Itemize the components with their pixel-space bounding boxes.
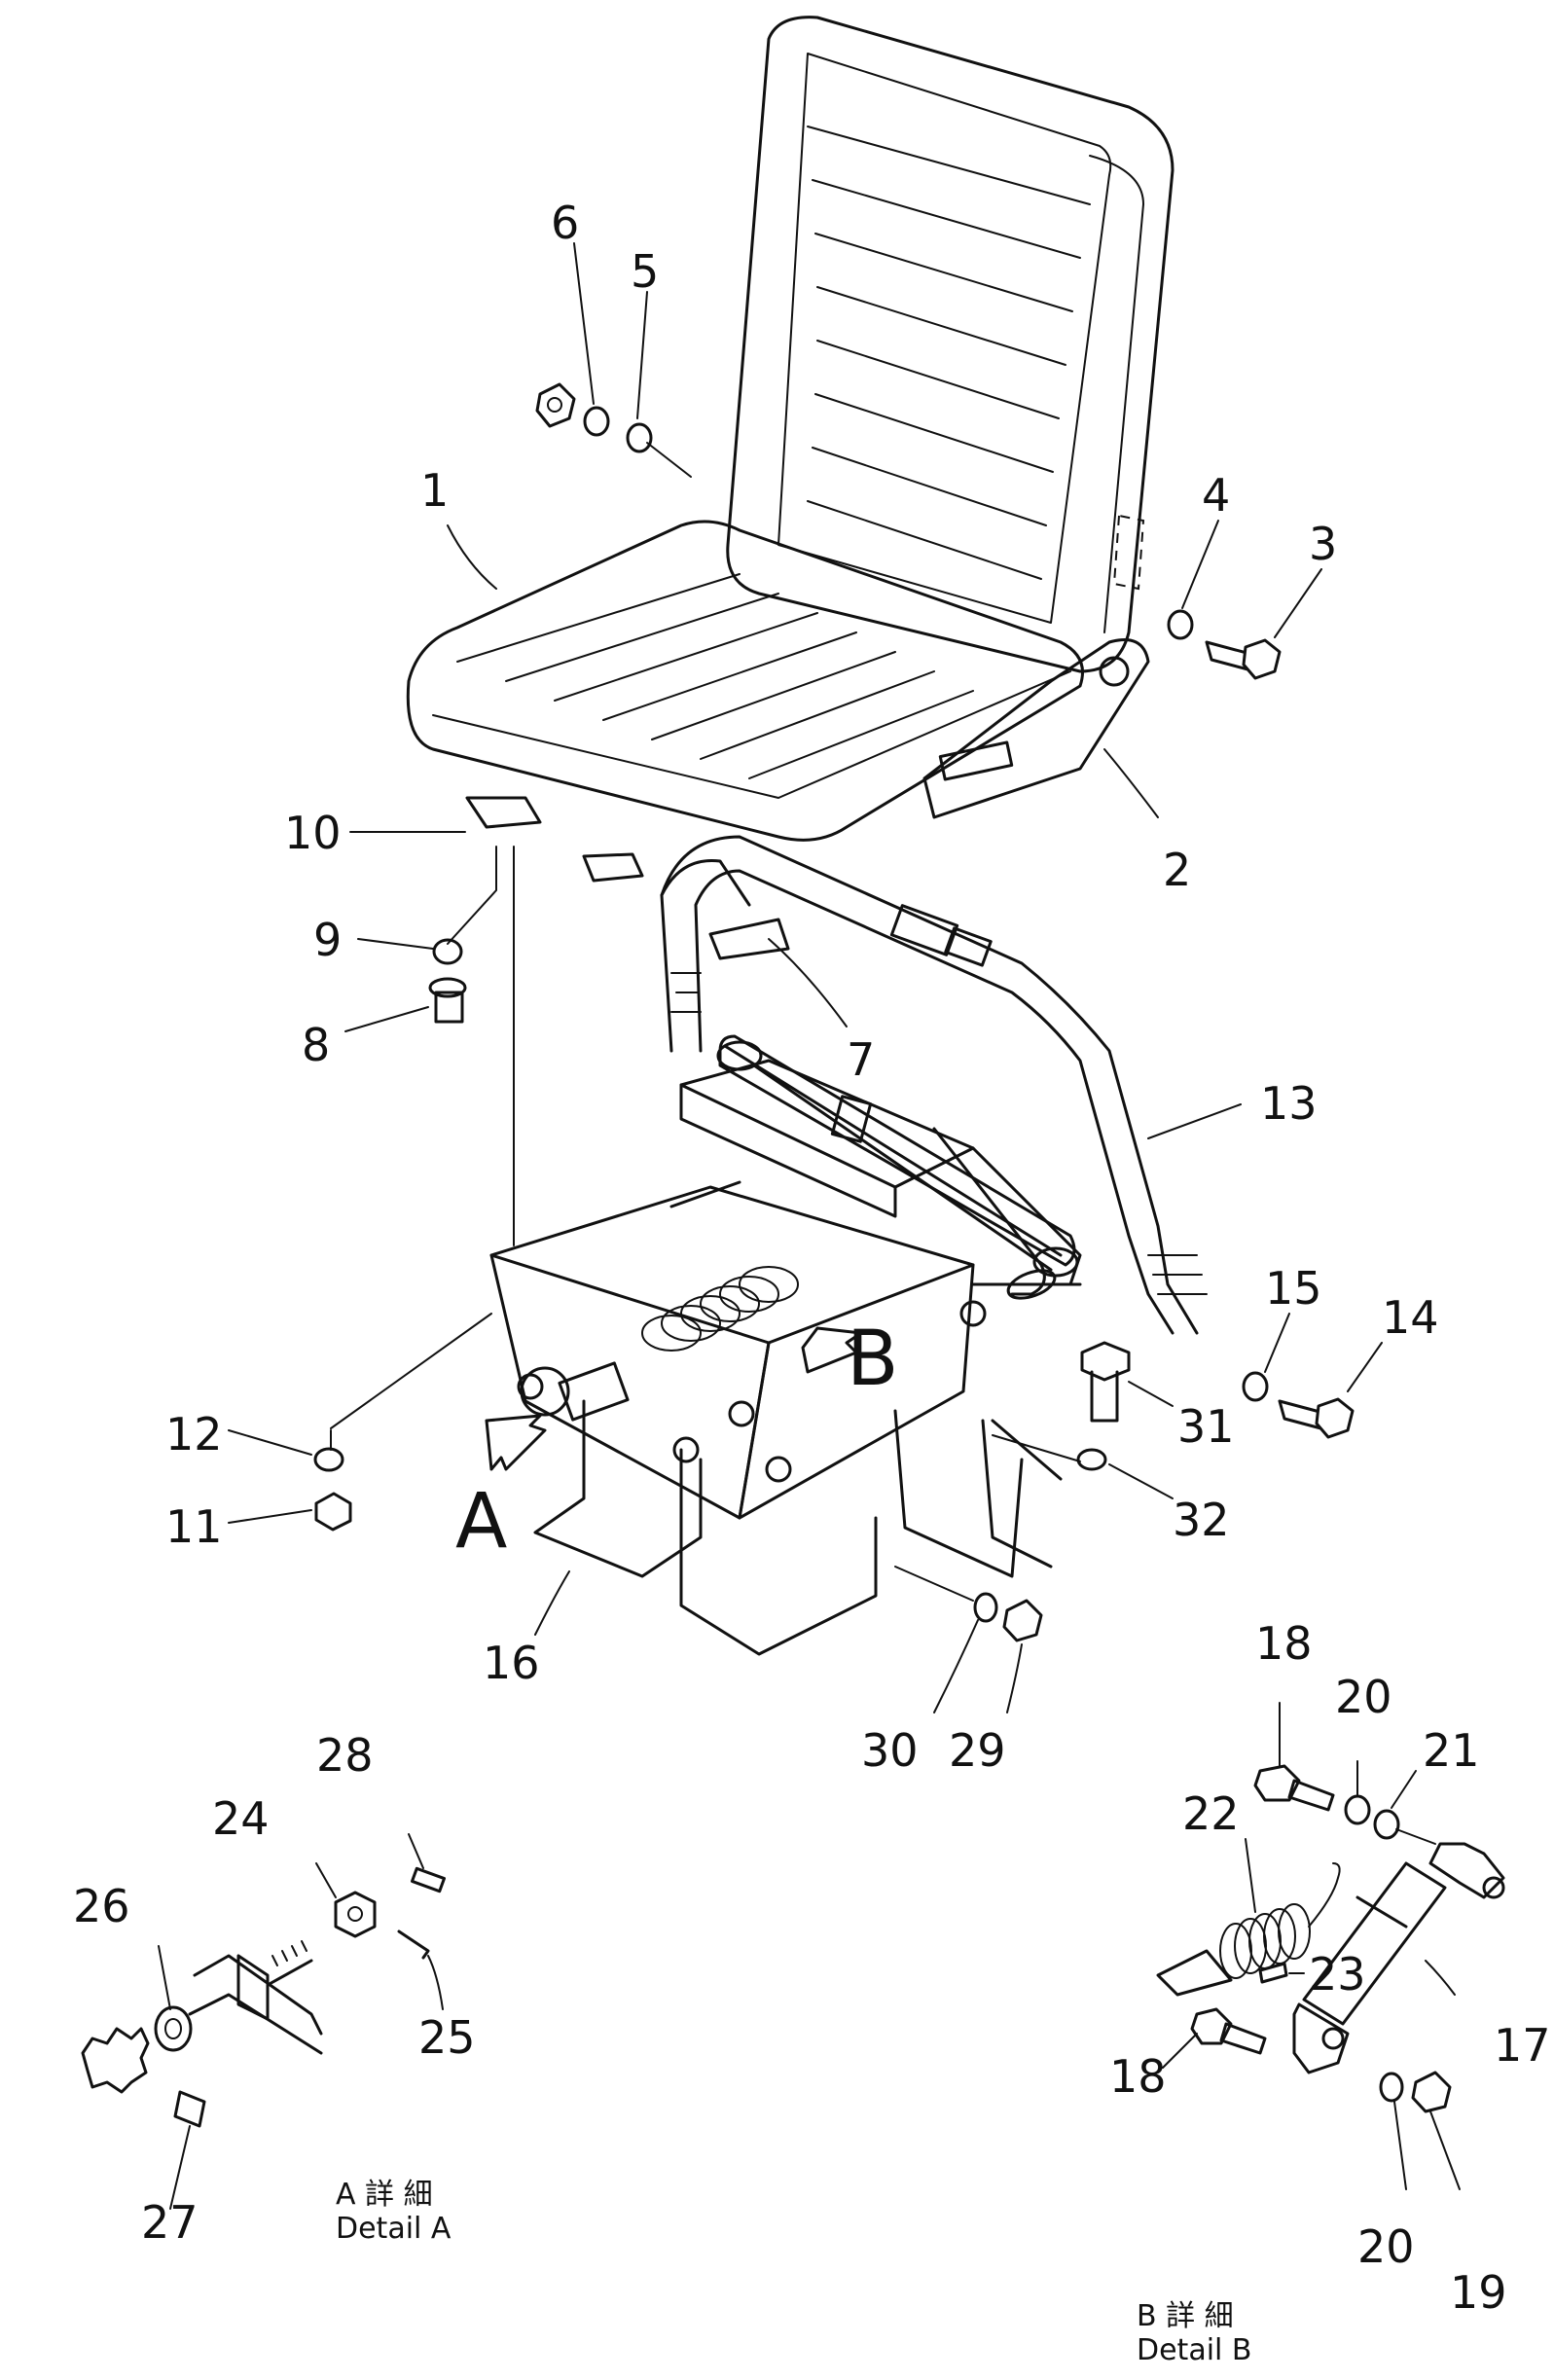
label-2: 2	[1163, 844, 1191, 896]
suspension-spring	[641, 1266, 799, 1352]
label-27: 27	[141, 2196, 199, 2249]
label-31: 31	[1177, 1400, 1235, 1453]
label-10: 10	[284, 807, 342, 859]
label-29: 29	[949, 1724, 1006, 1777]
detail-a-drawing	[81, 1866, 446, 2128]
label-18-upper: 18	[1255, 1617, 1313, 1670]
view-label-b: B	[847, 1316, 899, 1403]
label-21: 21	[1423, 1724, 1480, 1777]
label-16: 16	[483, 1637, 540, 1689]
hardware	[313, 382, 1355, 1642]
leader-lines	[158, 242, 1461, 2210]
label-20-upper: 20	[1335, 1671, 1392, 1723]
label-7: 7	[847, 1033, 875, 1086]
suspension-base	[489, 1034, 1082, 1656]
detail-b-caption-en: Detail B	[1137, 2333, 1252, 2367]
label-30: 30	[861, 1724, 919, 1777]
seat-belt	[660, 835, 1208, 1335]
detail-b-spring	[1219, 1862, 1341, 1979]
label-23: 23	[1309, 1948, 1366, 2001]
detail-a-caption-jp: A 詳 細	[336, 2178, 433, 2212]
label-22: 22	[1182, 1787, 1240, 1840]
view-label-a: A	[455, 1478, 507, 1566]
detail-b-drawing	[1156, 1764, 1505, 2113]
label-19: 19	[1450, 2266, 1507, 2319]
label-26: 26	[73, 1880, 130, 1932]
seat-rails	[465, 796, 790, 960]
label-11: 11	[165, 1500, 223, 1553]
label-6: 6	[551, 197, 579, 249]
label-4: 4	[1202, 469, 1230, 522]
label-1: 1	[420, 464, 449, 517]
label-17: 17	[1494, 2019, 1551, 2072]
label-3: 3	[1309, 518, 1337, 570]
label-24: 24	[212, 1792, 270, 1845]
label-20-lower: 20	[1357, 2220, 1415, 2273]
label-32: 32	[1173, 1494, 1230, 1546]
detail-a-caption-en: Detail A	[336, 2212, 452, 2246]
detail-b-caption-jp: B 詳 細	[1137, 2299, 1234, 2333]
grab-bar	[716, 1040, 1079, 1278]
label-5: 5	[631, 245, 659, 298]
recline-lever	[922, 638, 1150, 819]
part-labels: 6 5 1 4 3 2 10 9 8 7 13 15 14 31 32 12 1…	[73, 197, 1551, 2319]
label-18-lower: 18	[1109, 2050, 1167, 2103]
label-9: 9	[313, 914, 342, 966]
view-arrow-b	[801, 1326, 863, 1374]
label-28: 28	[316, 1729, 374, 1782]
view-arrow-a	[485, 1414, 547, 1471]
label-8: 8	[302, 1019, 330, 1071]
label-25: 25	[418, 2011, 476, 2064]
label-13: 13	[1260, 1077, 1318, 1130]
seat-cushion	[406, 520, 1084, 842]
label-14: 14	[1382, 1291, 1439, 1344]
label-12: 12	[165, 1408, 223, 1460]
seat-backrest	[726, 16, 1175, 673]
label-15: 15	[1265, 1262, 1322, 1315]
